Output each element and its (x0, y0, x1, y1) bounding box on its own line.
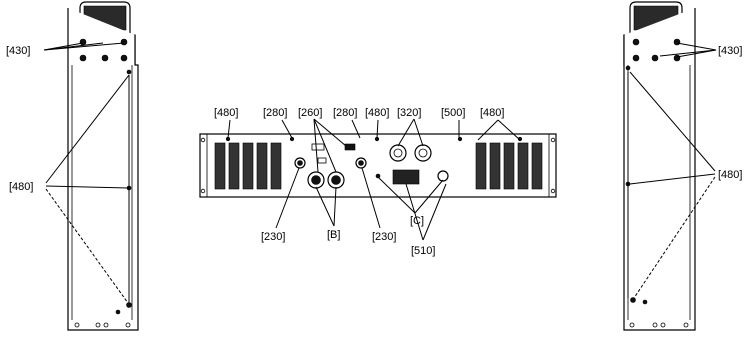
label-230-a: [230] (261, 231, 285, 243)
rear-panel (199, 118, 557, 241)
label-480-top-c: [480] (480, 107, 504, 119)
label-280-top-b: [280] (333, 107, 357, 119)
label-260: [260] (298, 107, 322, 119)
label-c: [C] (410, 215, 424, 227)
label-510: [510] (411, 245, 435, 257)
label-430-right: [430] (718, 45, 742, 57)
right-side-panel (623, 1, 717, 331)
label-320: [320] (397, 107, 421, 119)
left-side-panel (43, 1, 139, 331)
label-430-left: [430] (6, 45, 30, 57)
label-b: [B] (327, 229, 340, 241)
vent-right (475, 142, 543, 190)
label-230-b: [230] (372, 231, 396, 243)
label-500: [500] (441, 107, 465, 119)
label-480-top-b: [480] (365, 107, 389, 119)
label-480-right: [480] (718, 169, 742, 181)
label-480-top-a: [480] (214, 107, 238, 119)
vent-left (214, 142, 282, 190)
label-280-top-a: [280] (263, 107, 287, 119)
label-480-left: [480] (9, 181, 33, 193)
